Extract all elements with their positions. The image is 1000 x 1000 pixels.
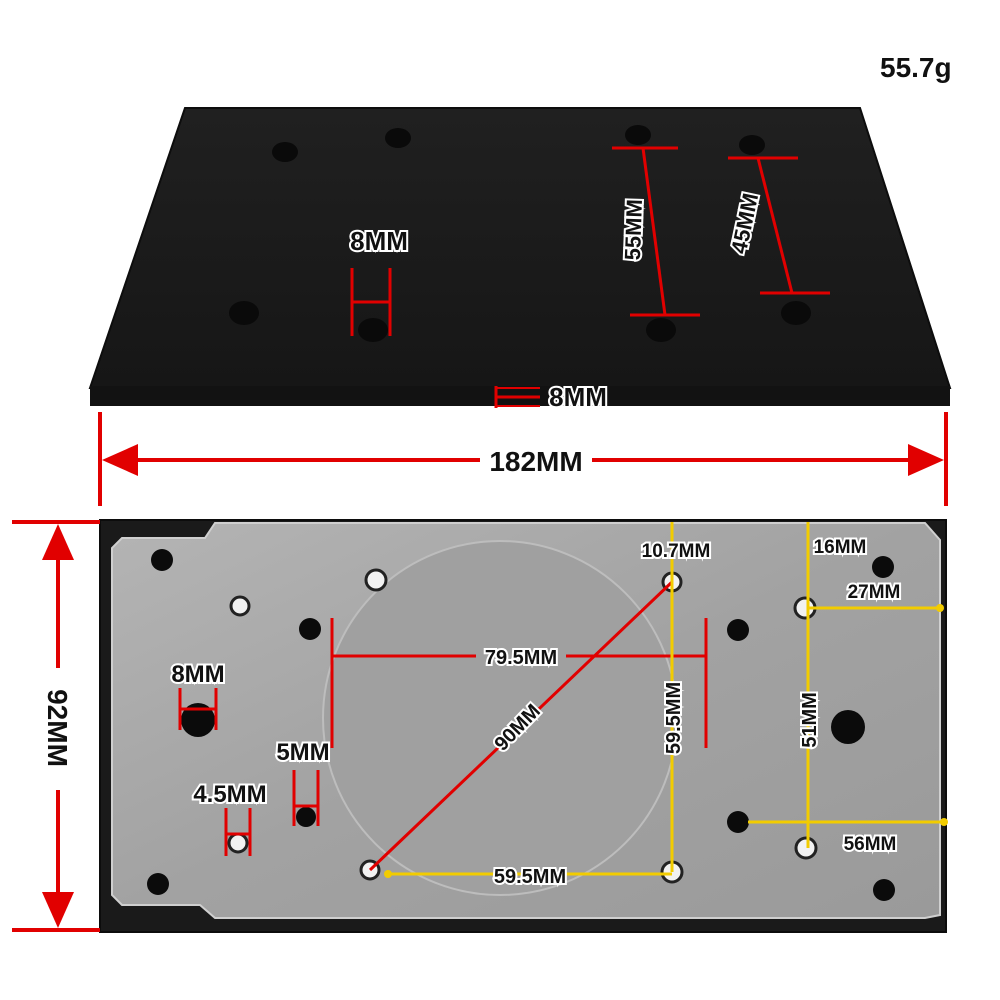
plate-center-disc (322, 540, 678, 896)
hole (364, 568, 388, 592)
hole (873, 879, 895, 901)
edge-10-7-label: 10.7MM (642, 541, 711, 562)
top-thickness-label: 8MM (549, 382, 607, 412)
hole (646, 318, 676, 342)
edge-27-label: 27MM (848, 582, 901, 603)
hole (358, 318, 388, 342)
span-79-5-dimension: 79.5MM (330, 618, 708, 748)
hole (181, 703, 215, 737)
hole (872, 556, 894, 578)
hole (794, 836, 818, 860)
span-79-5-label: 79.5MM (485, 647, 557, 669)
hole-5-label: 5MM (276, 739, 329, 766)
weight-label: 55.7g (880, 52, 952, 83)
hole (781, 301, 811, 325)
top-hole-dimension: 8MM (348, 224, 410, 336)
hole (296, 807, 316, 827)
top-spacing-55-dimension: 55MM (612, 146, 700, 317)
horizontal-59-5-label: 59.5MM (494, 866, 566, 888)
edge-56-label: 56MM (844, 834, 897, 855)
width-dimension: 92MM (12, 520, 100, 932)
hole (151, 549, 173, 571)
edge-16-label: 16MM (814, 537, 867, 558)
hole (385, 128, 411, 148)
big-hole-label: 8MM (171, 661, 224, 688)
hole (299, 618, 321, 640)
big-hole-dimension: 8MM (169, 659, 227, 730)
yellow-spacing-lines (384, 522, 948, 878)
hole (229, 595, 251, 617)
top-foam-pad (88, 107, 952, 406)
hole (727, 811, 749, 833)
hole (727, 619, 749, 641)
hole-5-dimension: 5MM (274, 737, 332, 826)
hole (227, 832, 249, 854)
hole (229, 301, 259, 325)
hole (625, 125, 651, 145)
hole (739, 135, 765, 155)
top-thickness-dimension: 8MM (494, 380, 609, 414)
length-label: 182MM (489, 446, 582, 477)
hole-4-5-label: 4.5MM (193, 781, 266, 808)
top-pad-holes (229, 125, 811, 342)
length-dimension: 182MM (98, 412, 948, 506)
span-51-label: 51MM (799, 692, 821, 748)
top-hole-label: 8MM (350, 226, 408, 256)
hole (831, 710, 865, 744)
hole (147, 873, 169, 895)
vertical-59-5-label: 59.5MM (663, 682, 685, 754)
top-spacing-55-label: 55MM (620, 199, 647, 261)
width-label: 92MM (42, 689, 73, 767)
hole-4-5-dimension: 4.5MM (191, 779, 269, 856)
hole (272, 142, 298, 162)
